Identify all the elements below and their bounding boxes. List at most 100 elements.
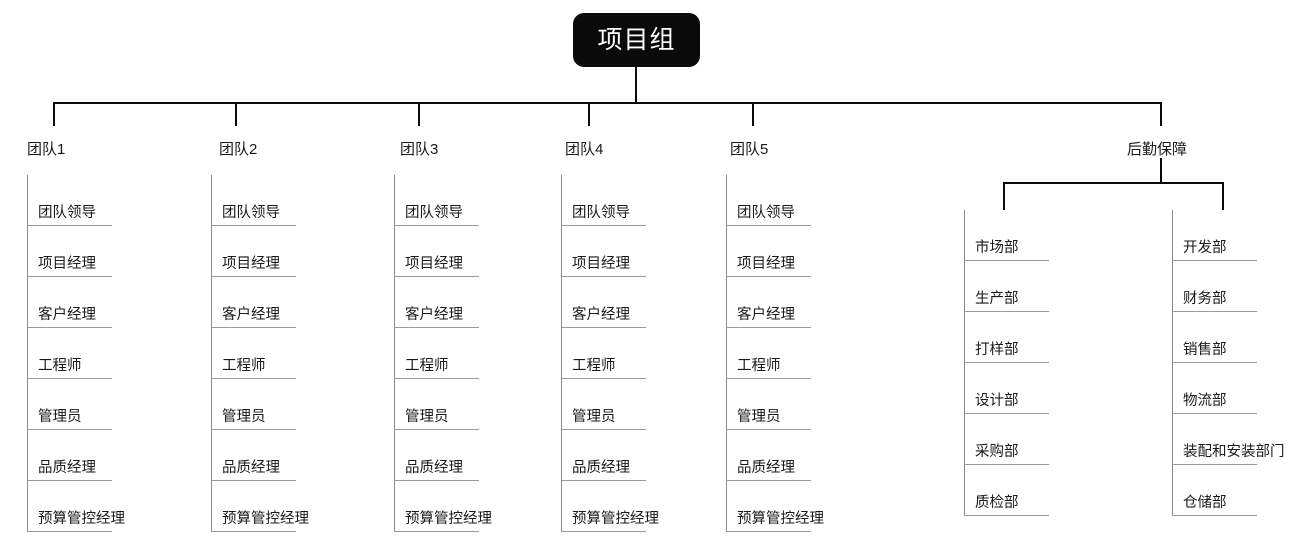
list-item[interactable]: 客户经理: [726, 277, 811, 328]
list-item[interactable]: 管理员: [27, 379, 112, 430]
list-item-rule: [561, 276, 646, 277]
list-item[interactable]: 装配和安装部门: [1172, 414, 1285, 465]
list-item-rule: [1172, 260, 1257, 261]
list-item-label: 物流部: [1183, 392, 1227, 409]
list-item-rule: [561, 327, 646, 328]
branch-drop-team-5: [752, 102, 754, 126]
root-node[interactable]: 项目组: [573, 13, 700, 67]
list-item-label: 客户经理: [572, 306, 630, 323]
list-item-label: 品质经理: [38, 459, 96, 476]
list-item-label: 质检部: [975, 494, 1019, 511]
list-item[interactable]: 项目经理: [561, 226, 646, 277]
list-item[interactable]: 品质经理: [561, 430, 646, 481]
list-item-label: 管理员: [572, 408, 616, 425]
list-item-rule: [394, 429, 479, 430]
list-item-rule: [1172, 362, 1257, 363]
list-item[interactable]: 工程师: [726, 328, 811, 379]
list-item-label: 客户经理: [405, 306, 463, 323]
list-item-rule: [211, 531, 296, 532]
branch-label-team-4[interactable]: 团队4: [565, 141, 604, 158]
list-item-label: 预算管控经理: [222, 510, 309, 527]
list-item-label: 品质经理: [405, 459, 463, 476]
list-item-label: 团队领导: [38, 204, 96, 221]
list-item-label: 项目经理: [222, 255, 280, 272]
list-item[interactable]: 管理员: [394, 379, 479, 430]
list-item-label: 生产部: [975, 290, 1019, 307]
list-item[interactable]: 预算管控经理: [27, 481, 125, 532]
list-item[interactable]: 品质经理: [27, 430, 112, 481]
branch-label-team-3[interactable]: 团队3: [400, 141, 439, 158]
list-item[interactable]: 工程师: [211, 328, 296, 379]
branch-label-team-1[interactable]: 团队1: [27, 141, 66, 158]
list-item[interactable]: 团队领导: [211, 175, 296, 226]
list-item-label: 客户经理: [38, 306, 96, 323]
list-item[interactable]: 预算管控经理: [394, 481, 492, 532]
list-item-label: 管理员: [405, 408, 449, 425]
list-item-label: 项目经理: [405, 255, 463, 272]
branch-label-team-2[interactable]: 团队2: [219, 141, 258, 158]
list-item[interactable]: 生产部: [964, 261, 1049, 312]
list-item[interactable]: 销售部: [1172, 312, 1257, 363]
list-item[interactable]: 设计部: [964, 363, 1049, 414]
list-item[interactable]: 品质经理: [211, 430, 296, 481]
list-item[interactable]: 团队领导: [27, 175, 112, 226]
list-item-label: 预算管控经理: [737, 510, 824, 527]
team-list-spine: [726, 175, 727, 532]
list-item-label: 项目经理: [737, 255, 795, 272]
list-item-label: 工程师: [38, 357, 82, 374]
list-item[interactable]: 工程师: [561, 328, 646, 379]
list-item[interactable]: 品质经理: [726, 430, 811, 481]
list-item[interactable]: 管理员: [726, 379, 811, 430]
list-item[interactable]: 客户经理: [27, 277, 112, 328]
list-item[interactable]: 团队领导: [394, 175, 479, 226]
list-item[interactable]: 预算管控经理: [211, 481, 309, 532]
list-item[interactable]: 采购部: [964, 414, 1049, 465]
list-item[interactable]: 开发部: [1172, 210, 1257, 261]
list-item[interactable]: 团队领导: [561, 175, 646, 226]
list-item[interactable]: 财务部: [1172, 261, 1257, 312]
list-item-rule: [561, 480, 646, 481]
list-item[interactable]: 项目经理: [394, 226, 479, 277]
list-item[interactable]: 项目经理: [726, 226, 811, 277]
list-item[interactable]: 物流部: [1172, 363, 1257, 414]
list-item[interactable]: 工程师: [27, 328, 112, 379]
list-item[interactable]: 质检部: [964, 465, 1049, 516]
list-item-rule: [726, 531, 811, 532]
list-item[interactable]: 客户经理: [561, 277, 646, 328]
list-item-rule: [211, 480, 296, 481]
list-item[interactable]: 品质经理: [394, 430, 479, 481]
list-item-label: 设计部: [975, 392, 1019, 409]
list-item-rule: [27, 327, 112, 328]
list-item-label: 品质经理: [222, 459, 280, 476]
list-item[interactable]: 预算管控经理: [561, 481, 659, 532]
list-item[interactable]: 客户经理: [211, 277, 296, 328]
branch-label-support[interactable]: 后勤保障: [1127, 141, 1188, 158]
list-item-label: 预算管控经理: [405, 510, 492, 527]
support-drop-column-1: [1003, 182, 1005, 210]
branch-label-team-5[interactable]: 团队5: [730, 141, 769, 158]
support-list-1: 市场部生产部打样部设计部采购部质检部: [964, 210, 1049, 516]
list-item[interactable]: 市场部: [964, 210, 1049, 261]
list-item-label: 客户经理: [222, 306, 280, 323]
list-item-label: 仓储部: [1183, 494, 1227, 511]
root-node-label: 项目组: [597, 25, 676, 54]
list-item-label: 预算管控经理: [572, 510, 659, 527]
list-item[interactable]: 仓储部: [1172, 465, 1257, 516]
list-item[interactable]: 工程师: [394, 328, 479, 379]
support-drop-column-2: [1222, 182, 1224, 210]
list-item-rule: [394, 276, 479, 277]
list-item[interactable]: 预算管控经理: [726, 481, 824, 532]
list-item[interactable]: 打样部: [964, 312, 1049, 363]
list-item[interactable]: 团队领导: [726, 175, 811, 226]
list-item-rule: [726, 327, 811, 328]
list-item[interactable]: 管理员: [561, 379, 646, 430]
list-item-label: 打样部: [975, 341, 1019, 358]
list-item-rule: [27, 276, 112, 277]
list-item[interactable]: 管理员: [211, 379, 296, 430]
branch-drop-team-2: [235, 102, 237, 126]
list-item-label: 团队领导: [222, 204, 280, 221]
list-item[interactable]: 客户经理: [394, 277, 479, 328]
list-item[interactable]: 项目经理: [27, 226, 112, 277]
list-item[interactable]: 项目经理: [211, 226, 296, 277]
